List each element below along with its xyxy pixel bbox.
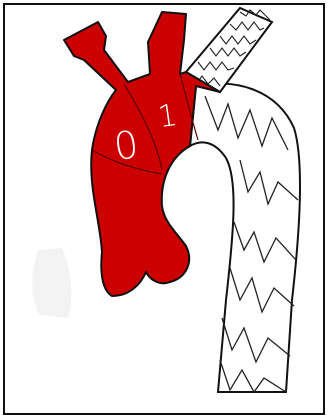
- stent-graft-body: [190, 83, 300, 392]
- stent-graft: [190, 83, 300, 392]
- native-aorta: [64, 12, 220, 296]
- background-shadow: [32, 248, 71, 318]
- native-aorta-body: [64, 12, 220, 296]
